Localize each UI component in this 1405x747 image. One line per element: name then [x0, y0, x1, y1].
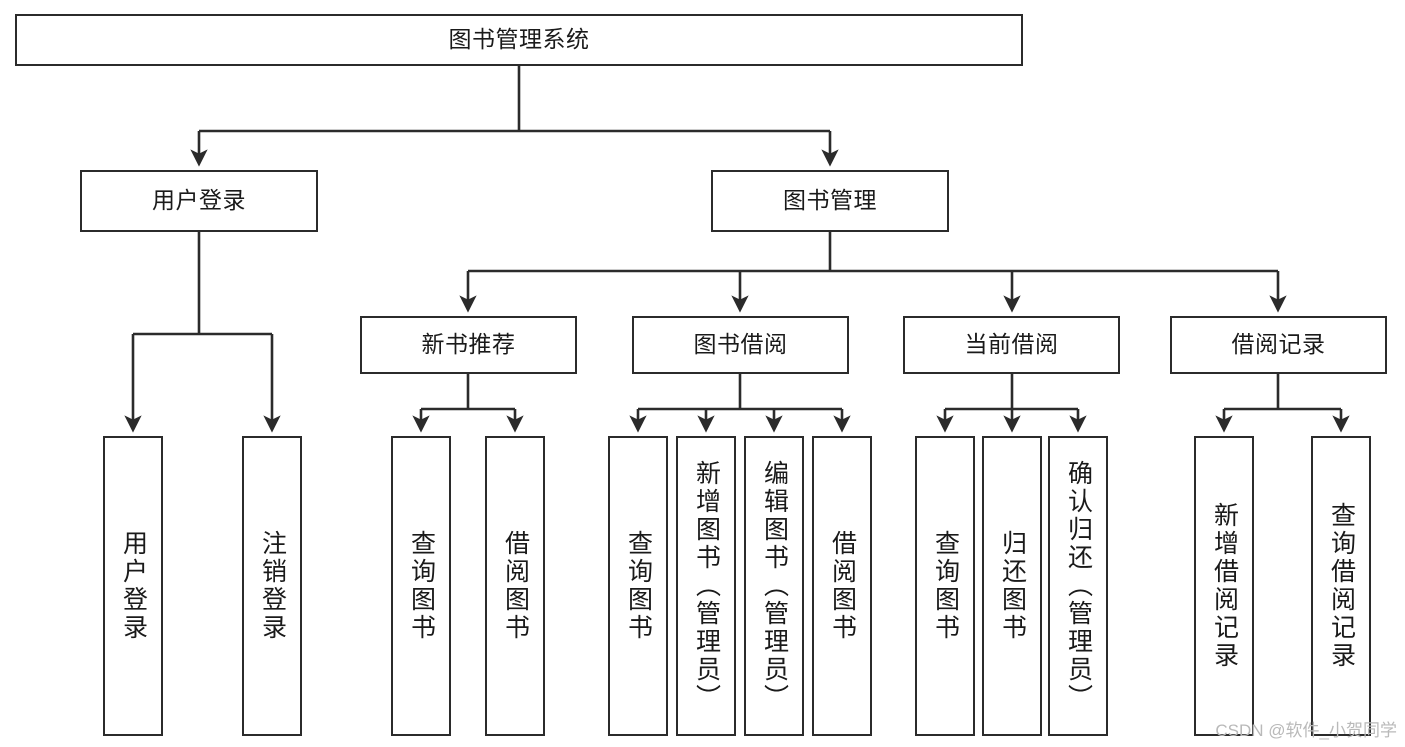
node-label: 图书借阅: [693, 331, 788, 358]
node-label: 编辑图书（管理员）: [760, 460, 789, 712]
node-label: 查询图书: [931, 530, 960, 642]
node-label: 借阅图书: [501, 530, 530, 642]
watermark: CSDN @软件_小贺同学: [1215, 721, 1397, 740]
node-leaf-add-borrow-record[interactable]: 新增借阅记录: [1194, 436, 1254, 736]
node-borrow-record[interactable]: 借阅记录: [1170, 316, 1387, 374]
node-label: 当前借阅: [964, 331, 1059, 358]
node-label: 查询图书: [624, 530, 653, 642]
node-new-book-recommend[interactable]: 新书推荐: [360, 316, 577, 374]
node-leaf-user-login[interactable]: 用户登录: [103, 436, 163, 736]
node-current-borrow[interactable]: 当前借阅: [903, 316, 1120, 374]
node-book-borrow[interactable]: 图书借阅: [632, 316, 849, 374]
node-label: 用户登录: [119, 530, 148, 642]
node-label: 注销登录: [258, 530, 287, 642]
node-leaf-borrow-book[interactable]: 借阅图书: [812, 436, 872, 736]
node-label: 新书推荐: [421, 331, 516, 358]
node-label: 查询图书: [407, 530, 436, 642]
node-label: 图书管理系统: [448, 26, 590, 53]
node-book-manage[interactable]: 图书管理: [711, 170, 949, 232]
node-label: 新增借阅记录: [1210, 502, 1239, 670]
node-leaf-query-book-recommend[interactable]: 查询图书: [391, 436, 451, 736]
node-user-login[interactable]: 用户登录: [80, 170, 318, 232]
node-leaf-edit-book[interactable]: 编辑图书（管理员）: [744, 436, 804, 736]
node-leaf-add-book[interactable]: 新增图书（管理员）: [676, 436, 736, 736]
node-label: 查询借阅记录: [1327, 502, 1356, 670]
node-leaf-return-book[interactable]: 归还图书: [982, 436, 1042, 736]
node-leaf-query-book-borrow[interactable]: 查询图书: [608, 436, 668, 736]
node-root-book-management-system[interactable]: 图书管理系统: [15, 14, 1023, 66]
node-leaf-confirm-return[interactable]: 确认归还（管理员）: [1048, 436, 1108, 736]
node-leaf-borrow-book-recommend[interactable]: 借阅图书: [485, 436, 545, 736]
node-label: 新增图书（管理员）: [692, 460, 721, 712]
node-label: 借阅图书: [828, 530, 857, 642]
node-label: 用户登录: [152, 187, 246, 214]
node-leaf-query-book-current[interactable]: 查询图书: [915, 436, 975, 736]
node-leaf-query-borrow-record[interactable]: 查询借阅记录: [1311, 436, 1371, 736]
node-label: 借阅记录: [1231, 331, 1326, 358]
node-label: 图书管理: [783, 187, 877, 214]
node-leaf-user-logout[interactable]: 注销登录: [242, 436, 302, 736]
node-label: 确认归还（管理员）: [1064, 460, 1093, 712]
node-label: 归还图书: [998, 530, 1027, 642]
